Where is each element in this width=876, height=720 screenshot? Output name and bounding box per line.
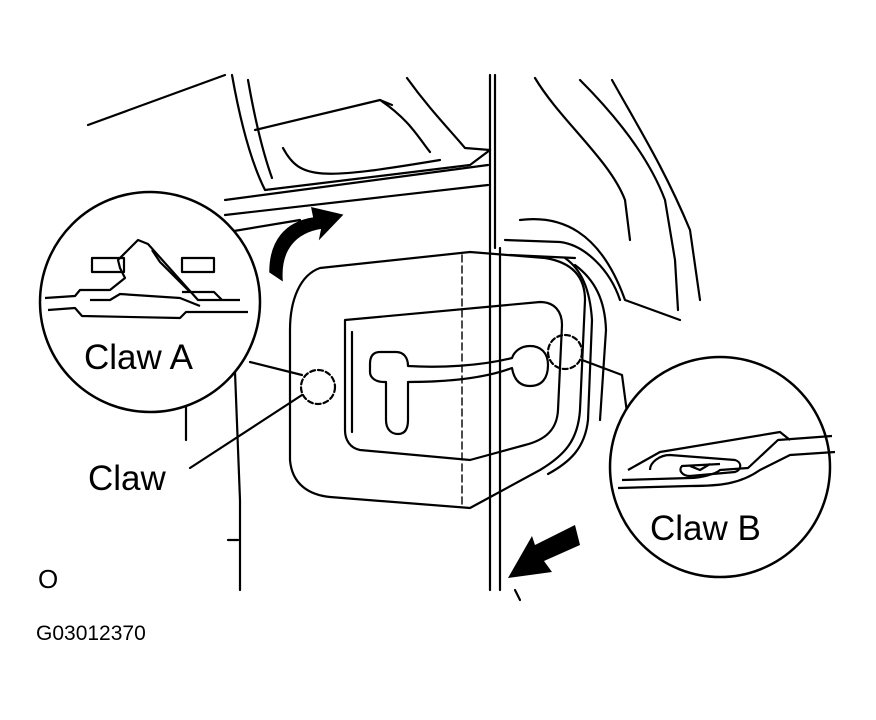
pull-arrow-icon [508, 525, 580, 578]
door-trim-lines [86, 73, 702, 602]
claw-b-detail-bubble [608, 355, 836, 579]
leader-line-claw [188, 393, 304, 470]
cover-panel [288, 250, 608, 510]
claw-b-marker-circle [546, 333, 584, 371]
leader-line-claw-b [580, 358, 630, 422]
rotate-arrow-icon [269, 207, 344, 282]
claw-a-detail-bubble [38, 190, 262, 414]
corner-mark: O [38, 564, 58, 594]
claw-a-marker-circle [299, 368, 337, 406]
handle-shape [368, 344, 550, 436]
figure-code: G03012370 [36, 622, 146, 645]
claw-a-label: Claw A [84, 338, 194, 377]
leader-line-claw-a [248, 360, 304, 377]
claw-label: Claw [88, 459, 167, 498]
claw-b-label: Claw B [650, 509, 761, 548]
